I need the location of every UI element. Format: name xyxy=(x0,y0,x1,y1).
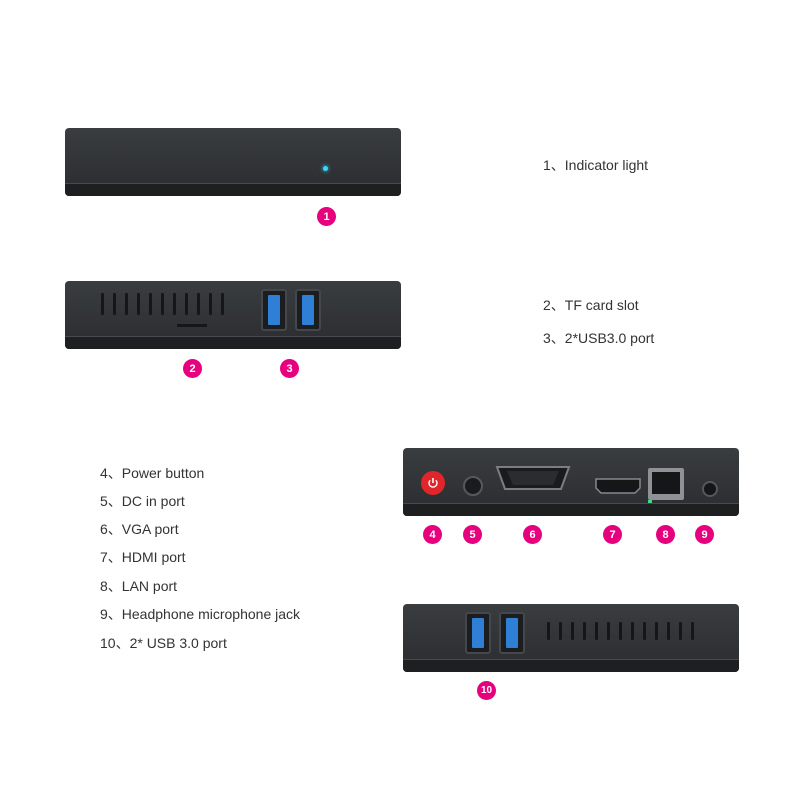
vent xyxy=(691,622,694,640)
vent xyxy=(113,293,116,315)
callout-8: 8 xyxy=(656,525,675,544)
callout-2: 2 xyxy=(183,359,202,378)
indicator-light xyxy=(323,166,328,171)
vent xyxy=(643,622,646,640)
label-lan-port: 8、LAN port xyxy=(100,578,178,594)
vent xyxy=(161,293,164,315)
callout-9: 9 xyxy=(695,525,714,544)
callout-3: 3 xyxy=(280,359,299,378)
usb-icon xyxy=(465,612,491,654)
dc-in-port xyxy=(463,476,483,496)
vent xyxy=(679,622,682,640)
usb-icon xyxy=(261,289,287,331)
hdmi-icon xyxy=(595,478,641,494)
vent xyxy=(655,622,658,640)
label-usb3-port-2: 10、2* USB 3.0 port xyxy=(100,635,227,651)
vent xyxy=(583,622,586,640)
device-front-view xyxy=(65,128,401,196)
vent xyxy=(571,622,574,640)
vent xyxy=(619,622,622,640)
device-base xyxy=(403,659,739,672)
power-icon xyxy=(421,471,445,495)
usb-icon xyxy=(499,612,525,654)
vga-icon xyxy=(493,465,573,491)
vent xyxy=(101,293,104,315)
label-headphone-jack: 9、Headphone microphone jack xyxy=(100,606,301,622)
vent xyxy=(631,622,634,640)
callout-7: 7 xyxy=(603,525,622,544)
callout-10: 10 xyxy=(477,681,496,700)
vent xyxy=(125,293,128,315)
label-hdmi-port: 7、HDMI port xyxy=(100,549,186,565)
vent xyxy=(607,622,610,640)
vent xyxy=(137,293,140,315)
label-tf-card-slot: 2、TF card slot xyxy=(543,297,639,313)
vent xyxy=(197,293,200,315)
label-usb3-port: 3、2*USB3.0 port xyxy=(543,330,655,346)
ethernet-icon xyxy=(648,468,684,503)
callout-4: 4 xyxy=(423,525,442,544)
device-base xyxy=(403,503,739,516)
label-indicator-light: 1、Indicator light xyxy=(543,157,649,173)
vent xyxy=(209,293,212,315)
vent xyxy=(173,293,176,315)
vent xyxy=(667,622,670,640)
usb-icon xyxy=(295,289,321,331)
device-base xyxy=(65,183,401,196)
device-rear-view xyxy=(403,448,739,516)
vent xyxy=(559,622,562,640)
vent xyxy=(185,293,188,315)
vent xyxy=(595,622,598,640)
label-power-button: 4、Power button xyxy=(100,465,205,481)
tf-card-slot xyxy=(177,324,207,327)
callout-1: 1 xyxy=(317,207,336,226)
vent xyxy=(221,293,224,315)
label-dc-in-port: 5、DC in port xyxy=(100,493,185,509)
device-other-side-view xyxy=(403,604,739,672)
vent xyxy=(149,293,152,315)
label-vga-port: 6、VGA port xyxy=(100,521,179,537)
device-base xyxy=(65,336,401,349)
audio-jack-icon xyxy=(702,481,718,497)
device-side-view xyxy=(65,281,401,349)
vent xyxy=(547,622,550,640)
callout-6: 6 xyxy=(523,525,542,544)
callout-5: 5 xyxy=(463,525,482,544)
